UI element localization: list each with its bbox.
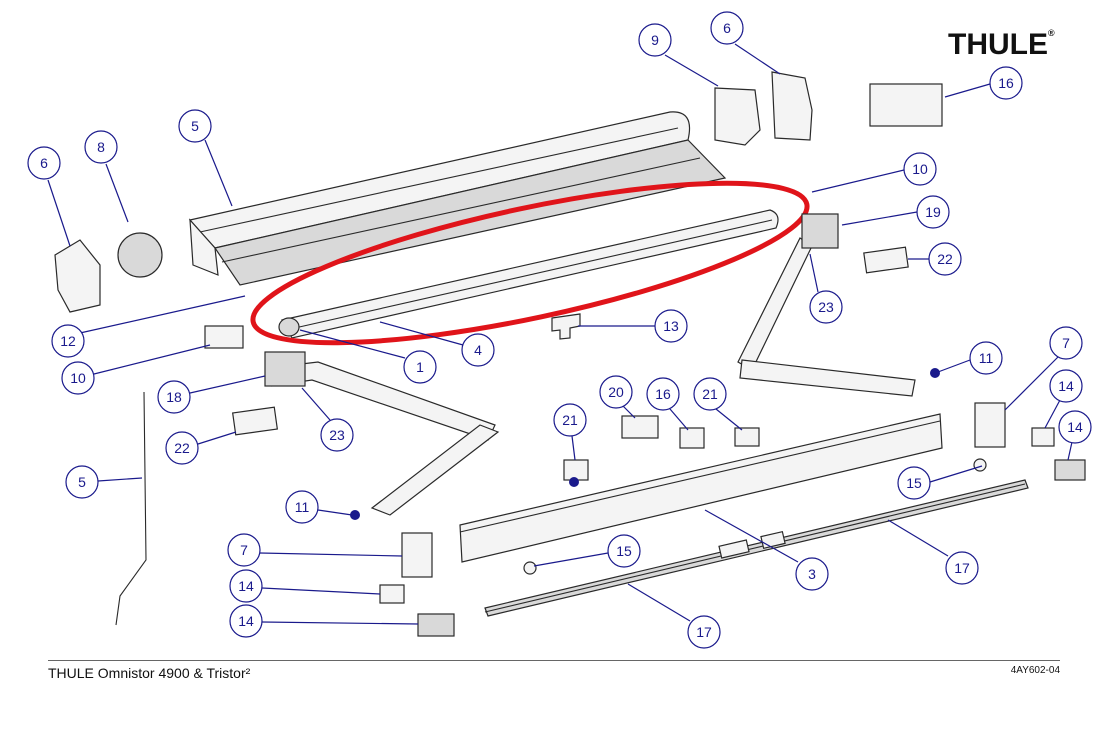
callout-5: 5	[78, 474, 86, 490]
gear-9	[714, 87, 761, 146]
callout-23-right: 23	[818, 299, 834, 315]
callout-6-left: 6	[40, 155, 48, 171]
highlight-ellipse	[250, 180, 810, 346]
part-20	[621, 415, 659, 439]
part-22-right	[863, 246, 909, 274]
dot-11-right	[930, 368, 940, 378]
footer-divider	[48, 660, 1060, 661]
callout-1: 1	[416, 359, 424, 375]
callout-4: 4	[474, 342, 482, 358]
part-16-mid	[679, 427, 705, 449]
end-cap-right	[771, 71, 813, 141]
part-22-left	[231, 406, 279, 436]
callout-10-right: 10	[912, 161, 928, 177]
callout-14-c: 14	[1058, 378, 1074, 394]
end-cap-left	[54, 239, 101, 313]
roller-tube	[278, 209, 779, 339]
callout-20: 20	[608, 384, 624, 400]
part-21-a	[734, 427, 760, 447]
part-14-d	[1054, 459, 1086, 481]
callout-11-left: 11	[295, 499, 310, 515]
part-10-left	[204, 325, 244, 349]
part-15-a	[523, 561, 537, 575]
part-7-right	[974, 402, 1006, 448]
callout-17-left: 17	[696, 624, 712, 640]
lead-rail	[484, 479, 1029, 617]
callout-8: 8	[97, 139, 105, 155]
callout-16-mid: 16	[655, 386, 671, 402]
left-arm	[264, 351, 500, 516]
callout-13: 13	[663, 318, 679, 334]
crank-handle	[115, 391, 147, 626]
callout-14-a: 14	[238, 578, 254, 594]
part-7-left	[401, 532, 433, 578]
right-arm	[737, 213, 916, 397]
part-15-b	[973, 458, 987, 472]
callout-15-right: 15	[906, 475, 922, 491]
part-14-a	[379, 584, 405, 604]
awning-housing	[188, 111, 727, 286]
part-14-b	[417, 613, 455, 637]
callout-23-left: 23	[329, 427, 345, 443]
callout-14-b: 14	[238, 613, 254, 629]
callout-22-right: 22	[937, 251, 953, 267]
thule-logo: THULE®	[948, 28, 1055, 61]
part-16-box	[869, 83, 943, 127]
callout-22-left: 22	[174, 440, 190, 456]
callouts: 5 6 8 9 6 16 10 19 22 23 12 1	[27, 11, 1092, 649]
footer-title: THULE Omnistor 4900 & Tristor²	[48, 665, 251, 681]
footer-code: 4AY602-04	[1010, 665, 1060, 676]
callout-18: 18	[166, 389, 182, 405]
callout-9: 9	[651, 32, 659, 48]
callout-15-left: 15	[616, 543, 632, 559]
callout-7-right: 7	[1062, 335, 1070, 351]
callout-21-left: 21	[562, 412, 578, 428]
callout-19: 19	[925, 204, 941, 220]
callout-14-d: 14	[1067, 419, 1083, 435]
callout-11-right: 11	[979, 350, 994, 366]
part-21-b	[563, 459, 589, 481]
part-14-c	[1031, 427, 1055, 447]
callout-6-right: 6	[723, 20, 731, 36]
callout-16-top: 16	[998, 75, 1014, 91]
dot-11-left	[350, 510, 360, 520]
bracket-13	[551, 313, 581, 340]
callout-10-left: 10	[70, 370, 86, 386]
front-profile	[459, 413, 943, 563]
callout-17-right: 17	[954, 560, 970, 576]
dot-21	[569, 477, 579, 487]
callout-3: 3	[808, 566, 816, 582]
gear-8	[117, 232, 163, 278]
callout-12: 12	[60, 333, 76, 349]
callout-21-right: 21	[702, 386, 718, 402]
callout-2: 5	[191, 118, 199, 134]
callout-7-left: 7	[240, 542, 248, 558]
